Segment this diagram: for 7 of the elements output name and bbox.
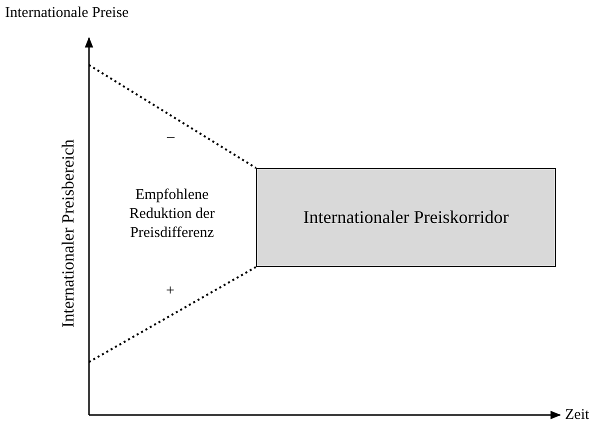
minus-sign: – [167,128,174,147]
plus-sign: + [166,282,174,301]
axis-title: Internationale Preise [5,4,129,23]
region-label: Empfohlene Reduktion der Preisdifferenz [128,186,216,243]
axis-title: Internationaler Preisbereich [58,138,78,328]
axis-title: Zeit [565,406,590,425]
corridor-box: Internationaler Preiskorridor [256,168,556,267]
